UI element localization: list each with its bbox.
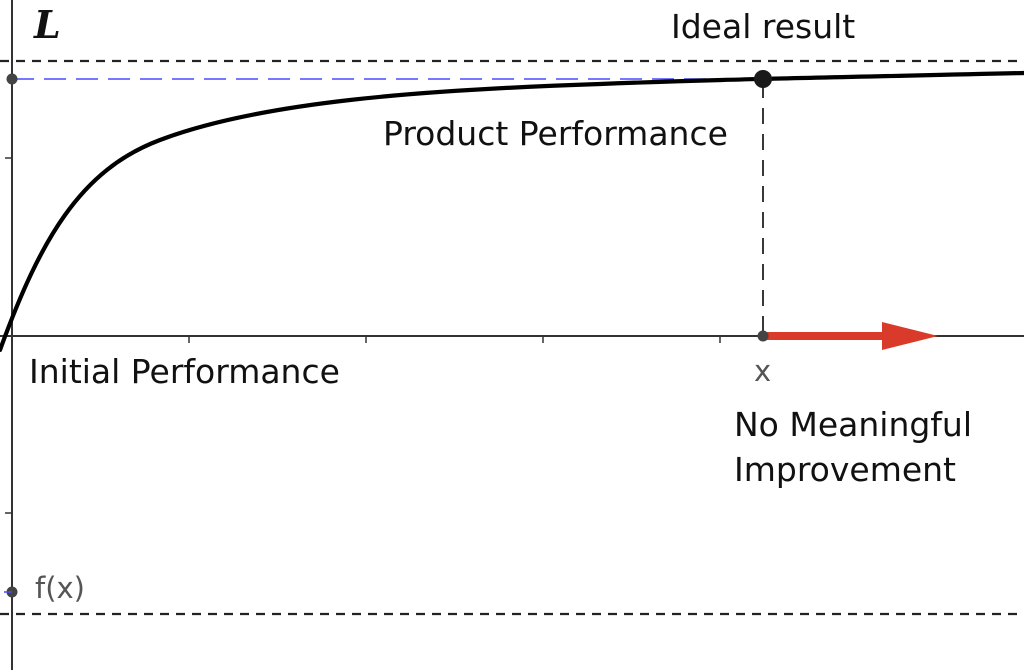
ideal-result-label: Ideal result bbox=[671, 7, 856, 46]
initial-performance-label: Initial Performance bbox=[29, 352, 340, 391]
y-axis-top-point bbox=[6, 73, 18, 85]
fx-label: f(x) bbox=[35, 571, 85, 605]
performance-point bbox=[754, 70, 772, 88]
x-label: x bbox=[754, 354, 772, 388]
improvement-arrow bbox=[763, 322, 938, 350]
product-performance-label: Product Performance bbox=[383, 114, 728, 153]
axis-letter-label: L bbox=[34, 2, 61, 47]
no-improvement-line1: No Meaningful bbox=[734, 405, 973, 444]
y-axis-ticks bbox=[5, 157, 12, 514]
x-point bbox=[757, 330, 769, 342]
no-improvement-line2: Improvement bbox=[734, 450, 956, 489]
